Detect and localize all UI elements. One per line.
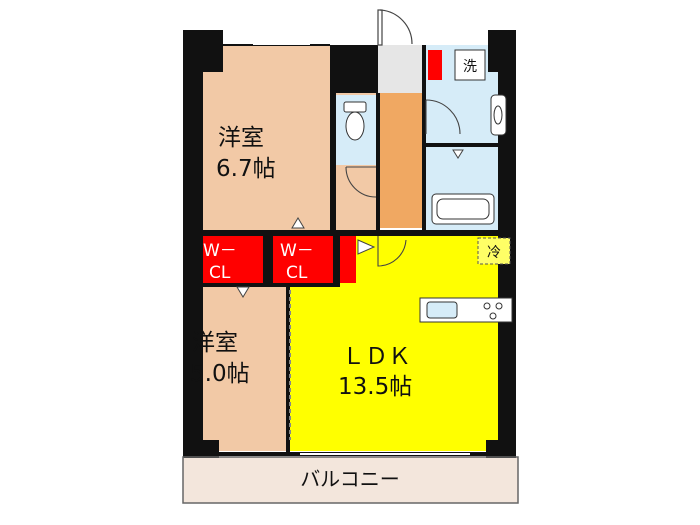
kitchen-counter-icon [419,297,513,323]
shoe-closet-fill [428,50,442,80]
entrance-door[interactable] [377,9,413,46]
washroom-door[interactable] [425,99,461,135]
western-room-2-size: 5.0帖 [190,361,250,387]
hall-door-marker [357,239,376,255]
fridge-space [477,237,511,265]
wcl-2-fill [273,236,333,283]
bathtub-icon [431,193,495,225]
balcony-fill [183,457,518,503]
hall-fill [378,93,424,228]
balcony-label: バルコニー [300,467,400,491]
storage-fill [340,236,356,283]
western-room-2-fill [200,283,288,451]
fridge-mark: 冷 [487,245,501,261]
ldk-size: 13.5帖 [338,374,412,400]
toilet-icon [343,101,367,141]
wcl-1-top: W－ [203,241,237,261]
western-room-1-size: 6.7帖 [216,156,276,182]
western-room-2-name: 洋室 [192,330,238,356]
ldk-door[interactable] [377,236,407,267]
laundry-machine-icon: 洗 [454,49,486,81]
wcl-2-top: W－ [280,241,314,261]
toilet-door[interactable] [345,166,377,198]
bathroom-door-marker [452,149,464,159]
room2-door-marker [236,286,250,298]
ldk-name: ＬＤＫ [342,344,411,370]
room1-door-marker [291,217,305,229]
wcl-2-bottom: CL [286,263,308,283]
entrance-fill [378,45,424,93]
western-room-1-name: 洋室 [218,125,264,151]
balcony-outline [182,456,519,504]
wash-basin-icon [490,94,507,136]
laundry-mark: 洗 [463,59,477,75]
wcl-1-bottom: CL [209,263,231,283]
